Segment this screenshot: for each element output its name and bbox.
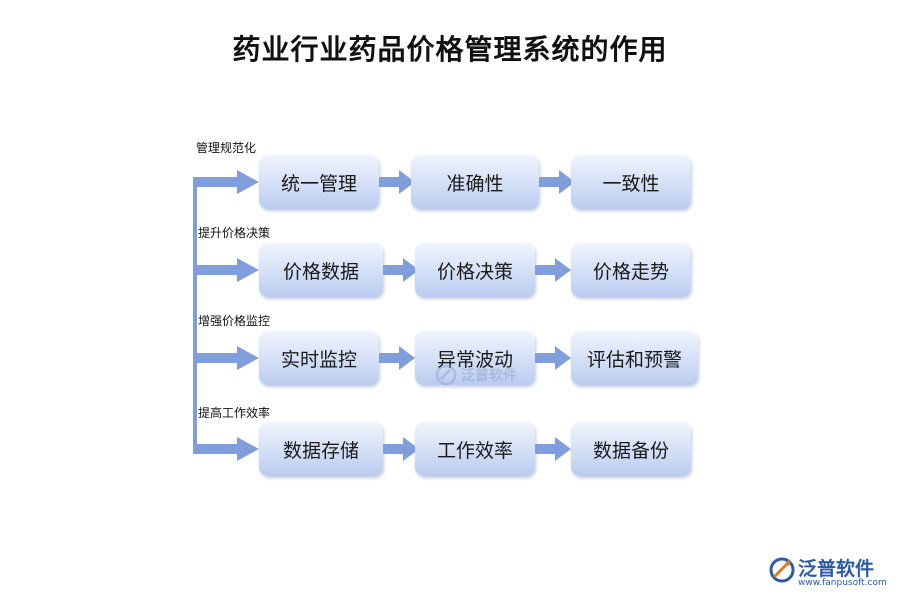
watermark: 泛普软件 <box>435 360 545 390</box>
node-2-1: 价格数据 <box>259 243 383 297</box>
node-4-3: 数据备份 <box>571 422 691 476</box>
node-4-1: 数据存储 <box>259 422 383 476</box>
node-1-3: 一致性 <box>571 155 691 209</box>
connector-arrow-1-1 <box>379 170 415 194</box>
brand-logo-text: 泛普软件 <box>798 558 875 580</box>
watermark-text: 泛普软件 <box>461 368 517 384</box>
node-1-2: 准确性 <box>411 155 539 209</box>
connector-arrow-3-2 <box>535 346 571 370</box>
node-3-1: 实时监控 <box>259 331 379 385</box>
row-label-4: 提高工作效率 <box>198 406 271 420</box>
watermark-logo-icon <box>435 364 457 386</box>
node-2-3: 价格走势 <box>571 243 691 297</box>
entry-arrow-3 <box>193 346 259 370</box>
entry-arrow-1 <box>193 170 259 194</box>
vertical-connector <box>193 178 197 452</box>
diagram-title: 药业行业药品价格管理系统的作用 <box>232 33 668 66</box>
node-2-2: 价格决策 <box>415 243 535 297</box>
entry-arrow-2 <box>193 258 259 282</box>
row-label-3: 增强价格监控 <box>198 314 271 328</box>
node-4-2: 工作效率 <box>415 422 535 476</box>
brand-logo-icon <box>769 557 795 583</box>
connector-arrow-1-2 <box>539 170 575 194</box>
connector-arrow-3-1 <box>379 346 415 370</box>
node-1-1: 统一管理 <box>259 155 379 209</box>
row-label-1: 管理规范化 <box>196 141 257 155</box>
connector-arrow-4-2 <box>535 437 571 461</box>
node-3-3: 评估和预警 <box>571 331 698 385</box>
brand-logo: 泛普软件 www.fanpusoft.com <box>768 552 893 592</box>
node-3-2: 异常波动 <box>415 331 535 385</box>
connector-arrow-4-1 <box>383 437 419 461</box>
brand-logo-url: www.fanpusoft.com <box>798 578 887 588</box>
connector-arrow-2-1 <box>383 258 419 282</box>
row-label-2: 提升价格决策 <box>198 226 271 240</box>
entry-arrow-4 <box>193 437 259 461</box>
connector-arrow-2-2 <box>535 258 571 282</box>
